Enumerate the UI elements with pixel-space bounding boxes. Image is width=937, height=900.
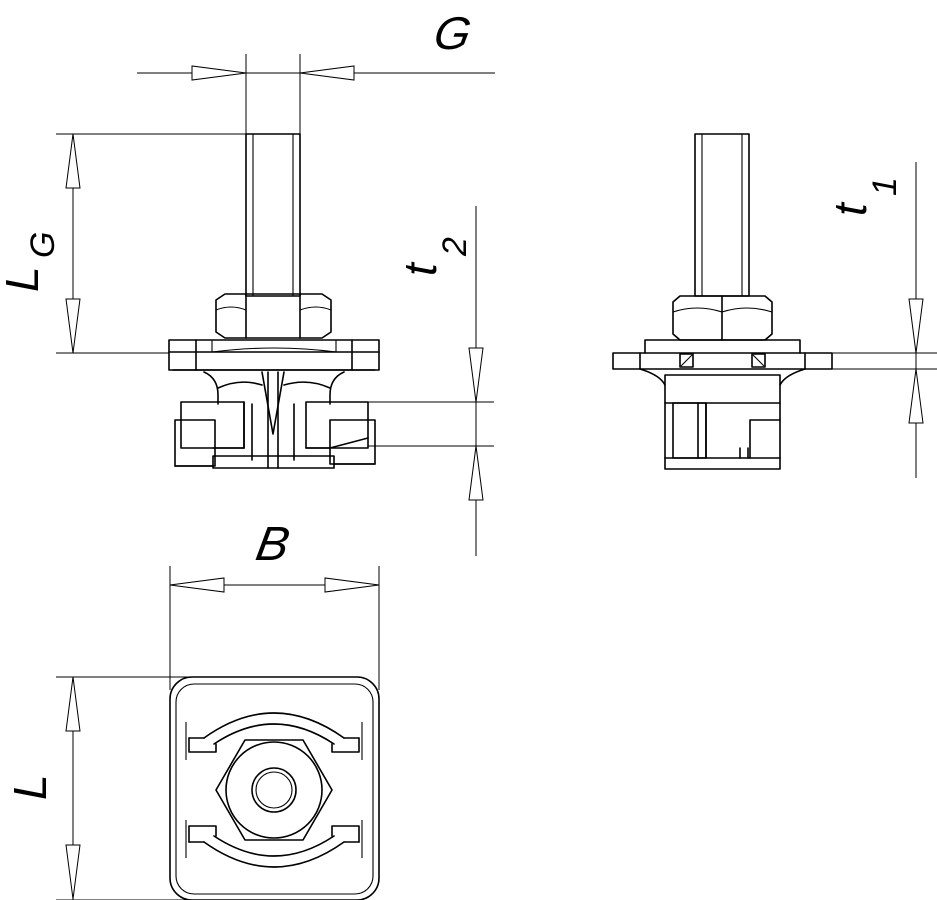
label-t1-base: t	[824, 201, 876, 216]
top-outline	[169, 676, 380, 900]
label-t2-base: t	[394, 261, 446, 276]
front-hex-nut	[215, 293, 332, 339]
top-view	[169, 676, 380, 900]
label-L: L	[4, 774, 56, 800]
side-hex-nut	[672, 295, 773, 341]
side-view	[612, 133, 833, 470]
side-plate	[612, 339, 833, 370]
label-G: G	[430, 7, 475, 59]
dim-width: B	[169, 517, 380, 690]
side-body	[639, 368, 806, 470]
front-view	[168, 133, 380, 469]
front-spike	[261, 371, 285, 435]
top-lower-clip	[188, 825, 360, 868]
front-plate	[168, 339, 380, 371]
side-stud	[694, 133, 750, 297]
top-hex-nut	[215, 739, 333, 841]
top-upper-clip	[188, 712, 360, 753]
dim-thread-length: L G	[0, 133, 246, 354]
dim-length: L	[4, 676, 190, 900]
label-LG-base: L	[0, 266, 48, 292]
front-body	[174, 371, 376, 469]
dim-thickness-2: t 2	[368, 206, 494, 556]
dim-thickness-1: t 1	[824, 162, 937, 478]
label-t1-sub: 1	[866, 177, 904, 196]
front-stud	[245, 133, 301, 297]
dim-thread-diameter: G	[137, 7, 495, 134]
label-LG-sub: G	[24, 232, 62, 258]
label-t2-sub: 2	[436, 237, 474, 257]
label-B: B	[252, 517, 293, 571]
